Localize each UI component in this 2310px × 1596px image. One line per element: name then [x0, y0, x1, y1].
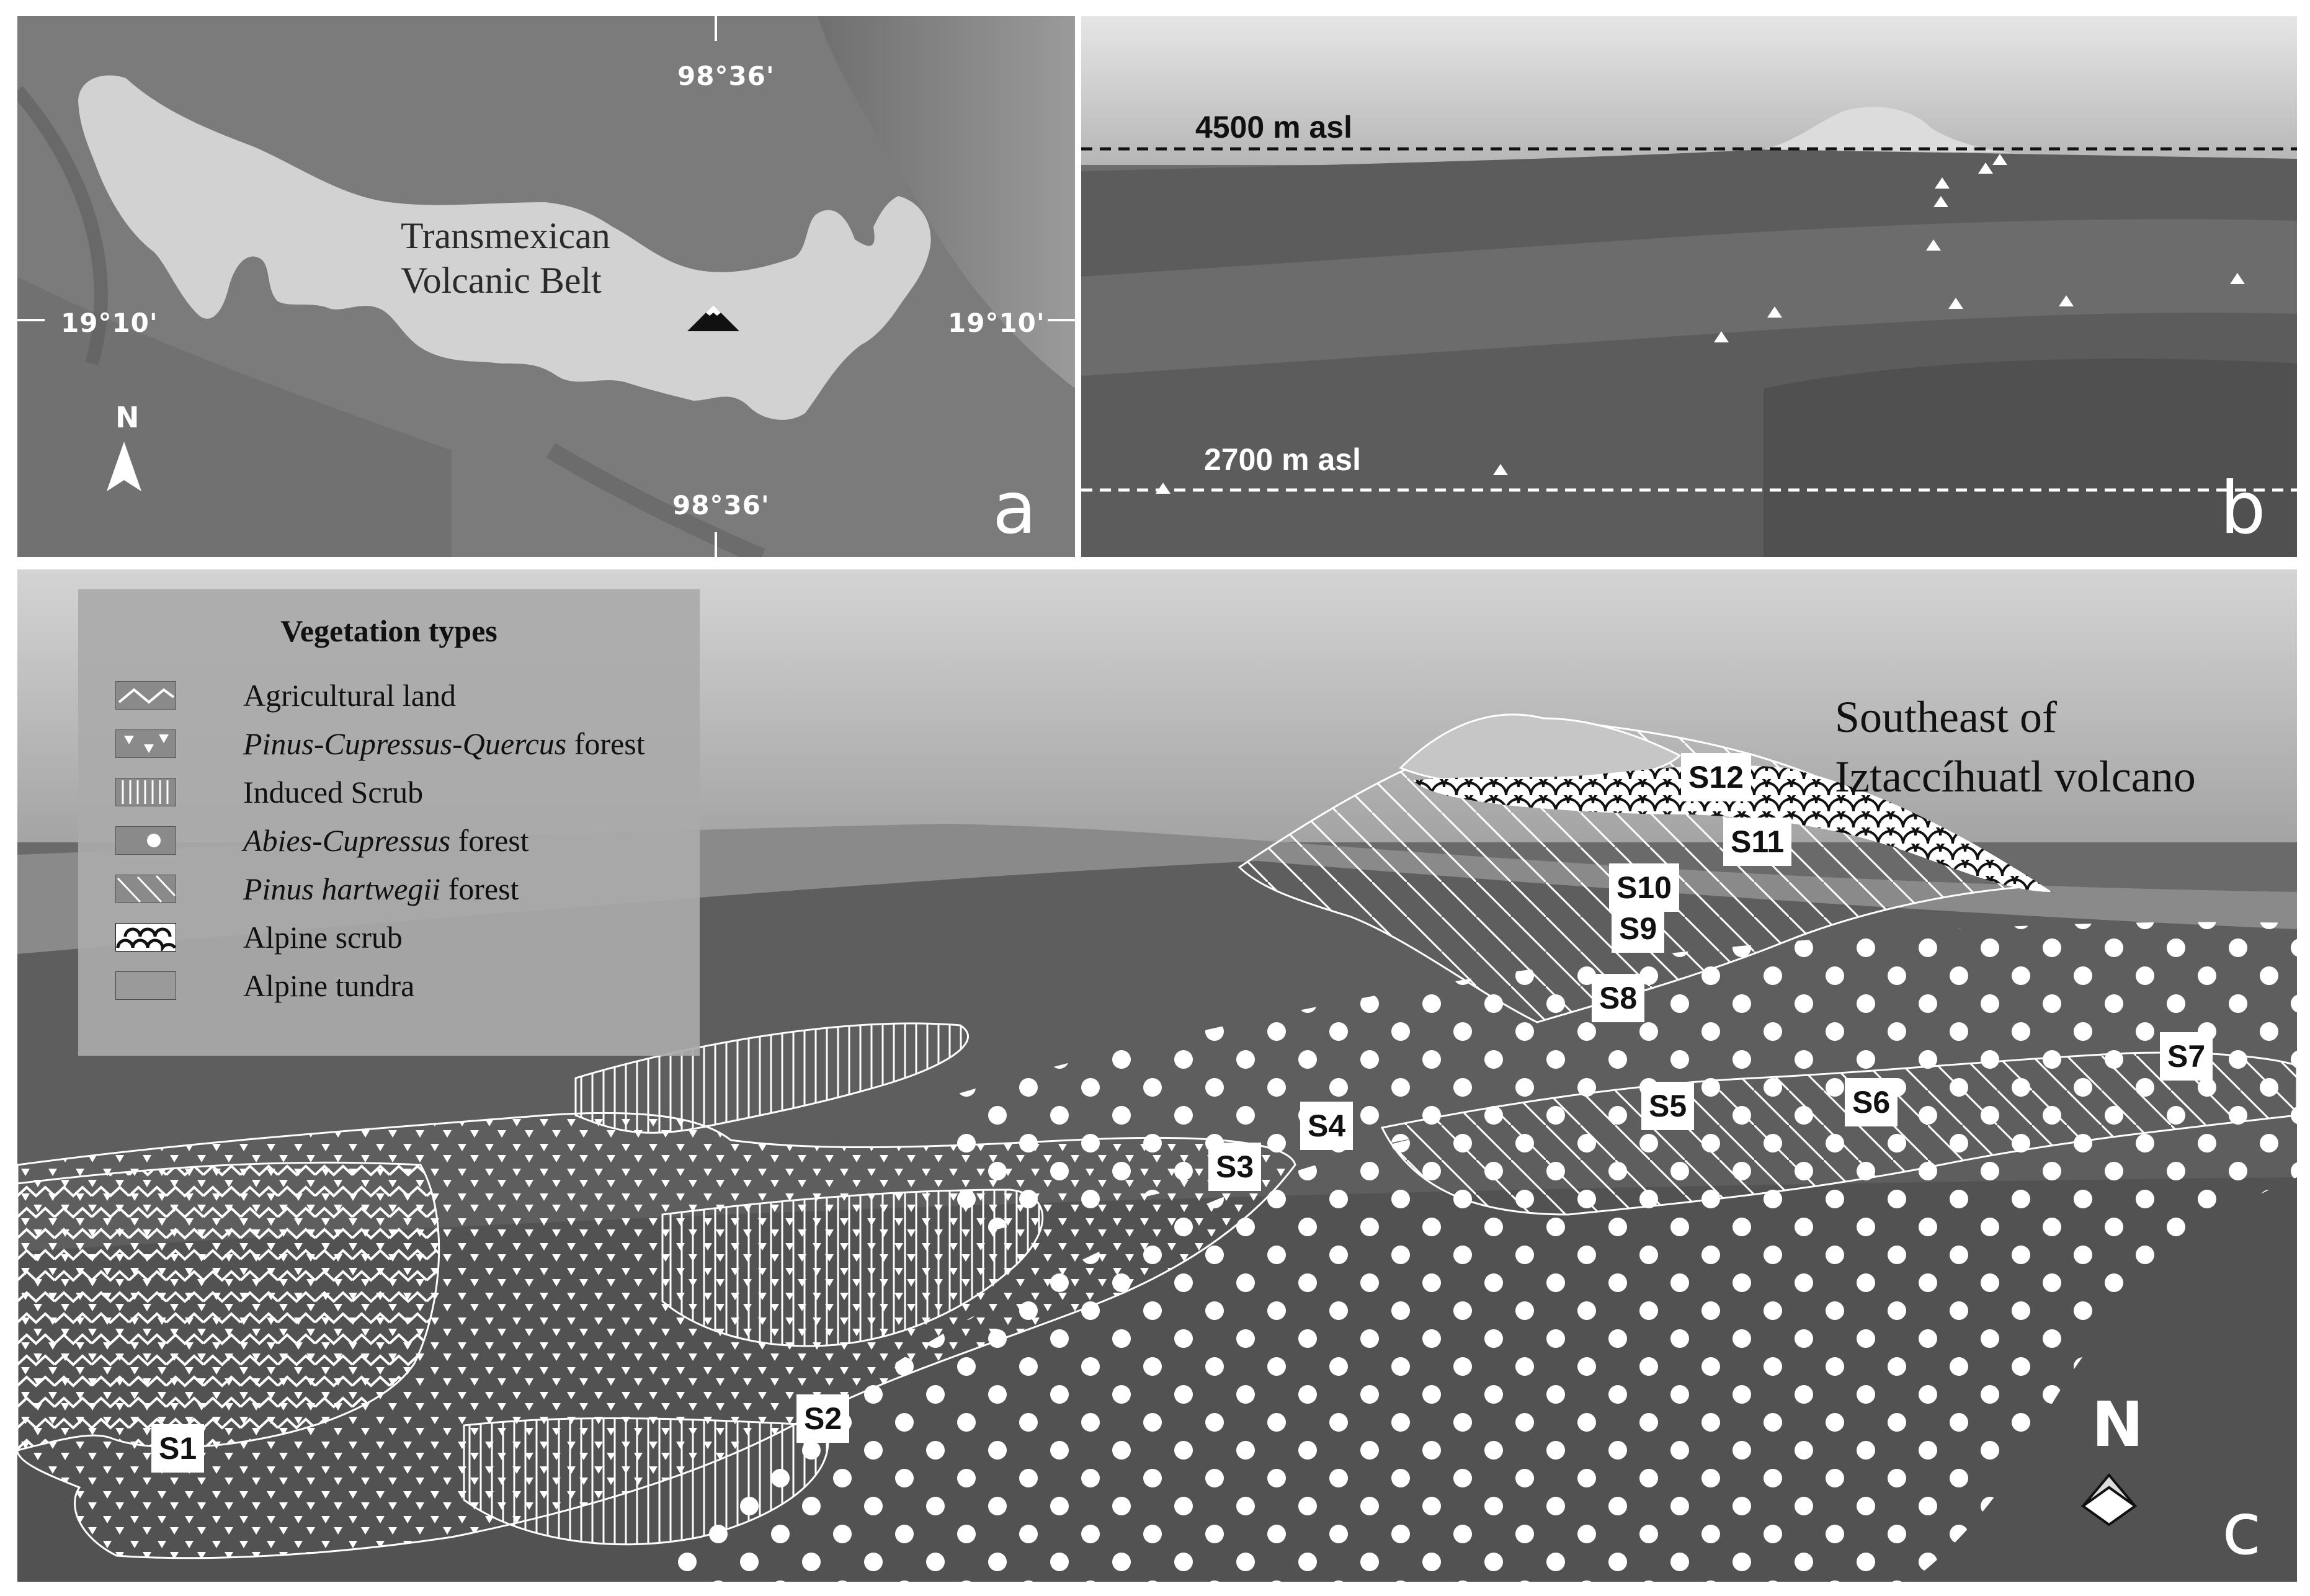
longitude-label-bottom: 98°36' — [672, 490, 770, 520]
diagonal-lines-swatch-icon — [115, 875, 176, 903]
triangles-swatch-icon — [115, 729, 176, 758]
site-label-s8: S8 — [1592, 974, 1645, 1022]
belt-label-line2: Volcanic Belt — [401, 260, 602, 301]
site-label-s7: S7 — [2160, 1032, 2213, 1081]
site-marker — [1935, 177, 1950, 189]
site-marker — [1948, 298, 1963, 309]
legend-label: Alpine tundra — [243, 968, 415, 1003]
panel-letter-c: c — [2222, 1487, 2262, 1571]
zigzag-swatch-icon — [115, 681, 176, 710]
site-marker — [1714, 331, 1729, 342]
plain-swatch-icon — [115, 971, 176, 1000]
region-title-line1: Southeast of — [1835, 692, 2057, 742]
legend-label: Induced Scrub — [243, 775, 424, 809]
elevation-label-2700: 2700 m asl — [1204, 442, 1361, 477]
scallops-swatch-icon — [115, 923, 176, 952]
site-label-s1: S1 — [151, 1424, 205, 1473]
site-marker — [1992, 154, 2007, 165]
panel-c-vegetation-map: Vegetation types Agricultural land Pinus… — [17, 569, 2297, 1582]
north-label: N — [2092, 1388, 2144, 1461]
site-marker — [1767, 306, 1782, 318]
site-markers — [1156, 154, 2245, 494]
north-arrow-icon — [2080, 1473, 2138, 1527]
region-title: Southeast of Iztaccíhuatl volcano — [1835, 687, 2196, 806]
longitude-label-top: 98°36' — [677, 61, 775, 91]
panel-a-regional-map: Transmexican Volcanic Belt 98°36' 98°36'… — [17, 16, 1075, 557]
site-label-s4: S4 — [1300, 1102, 1353, 1150]
north-label: N — [115, 401, 140, 434]
pinus-hartwegii-forest-area — [1380, 1051, 2297, 1216]
panel-b-landscape — [1081, 16, 2297, 557]
legend-label-italic: Pinus hartwegii — [243, 872, 441, 906]
panel-letter-a: a — [992, 466, 1037, 550]
agricultural-land-area — [17, 1161, 440, 1451]
panel-a-terrain — [17, 16, 1075, 557]
site-marker — [1156, 483, 1171, 494]
site-marker — [2059, 295, 2074, 306]
vegetation-legend: Vegetation types Agricultural land Pinus… — [78, 589, 700, 1056]
legend-label-rest: forest — [566, 726, 645, 761]
site-label-s2: S2 — [796, 1394, 850, 1443]
legend-label: Agricultural land — [243, 678, 456, 713]
vertical-lines-swatch-icon — [115, 778, 176, 806]
volcano-summit — [1764, 107, 2012, 153]
site-label-s6: S6 — [1845, 1078, 1898, 1126]
dots-swatch-icon — [115, 826, 176, 855]
site-label-s10: S10 — [1609, 863, 1679, 912]
alpine-scrub-area — [1413, 765, 2052, 892]
gulf-area — [818, 16, 1075, 388]
site-marker — [1933, 196, 1948, 207]
panel-b-elevation-view: 4500 m asl 2700 m asl b — [1081, 16, 2297, 557]
legend-label-rest: forest — [450, 823, 529, 858]
panel-letter-b: b — [2220, 466, 2266, 550]
north-arrow-icon — [107, 442, 141, 491]
transmexican-volcanic-belt-area — [78, 75, 931, 420]
elevation-label-4500: 4500 m asl — [1195, 110, 1352, 145]
legend-label-rest: forest — [440, 872, 519, 906]
site-label-s11: S11 — [1723, 818, 1792, 866]
belt-label-line1: Transmexican — [401, 215, 610, 256]
legend-label: Pinus-Cupressus-Quercus forest — [243, 726, 645, 762]
latitude-label-left: 19°10' — [61, 308, 158, 338]
site-label-s3: S3 — [1208, 1143, 1262, 1191]
site-label-s5: S5 — [1641, 1082, 1695, 1130]
region-title-line2: Iztaccíhuatl volcano — [1835, 752, 2196, 801]
latitude-label-right: 19°10' — [948, 308, 1045, 338]
legend-title: Vegetation types — [280, 613, 497, 648]
legend-label: Alpine scrub — [243, 920, 403, 955]
site-marker — [1926, 239, 1941, 251]
legend-label: Pinus hartwegii forest — [243, 871, 519, 907]
site-label-s9: S9 — [1612, 904, 1665, 953]
site-marker — [2230, 273, 2245, 284]
site-marker — [1493, 464, 1508, 475]
legend-label-italic: Pinus-Cupressus-Quercus — [243, 726, 567, 761]
site-marker — [1978, 163, 1993, 174]
volcano-icon — [687, 305, 739, 331]
legend-label: Abies-Cupressus forest — [243, 823, 529, 858]
legend-label-italic: Abies-Cupressus — [243, 823, 451, 858]
site-label-s12: S12 — [1681, 753, 1751, 801]
